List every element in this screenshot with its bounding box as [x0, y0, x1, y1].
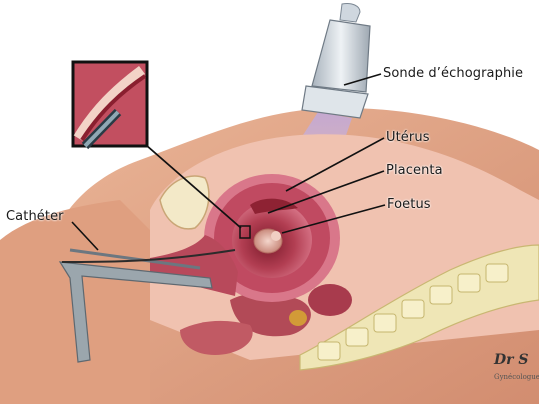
signature-subtitle: Gynécologue: [494, 373, 539, 381]
uterus-label: Utérus: [386, 130, 430, 145]
colon-loop: [308, 284, 352, 316]
fetus-label: Foetus: [387, 197, 431, 212]
catheter-label: Cathéter: [6, 209, 64, 224]
ultrasound-probe: [302, 3, 370, 118]
placenta-label: Placenta: [386, 163, 443, 178]
signature-mark: Dr S: [494, 352, 529, 368]
ovary: [289, 310, 307, 326]
probe-label: Sonde d’échographie: [383, 66, 523, 81]
inset-box: [73, 62, 147, 146]
